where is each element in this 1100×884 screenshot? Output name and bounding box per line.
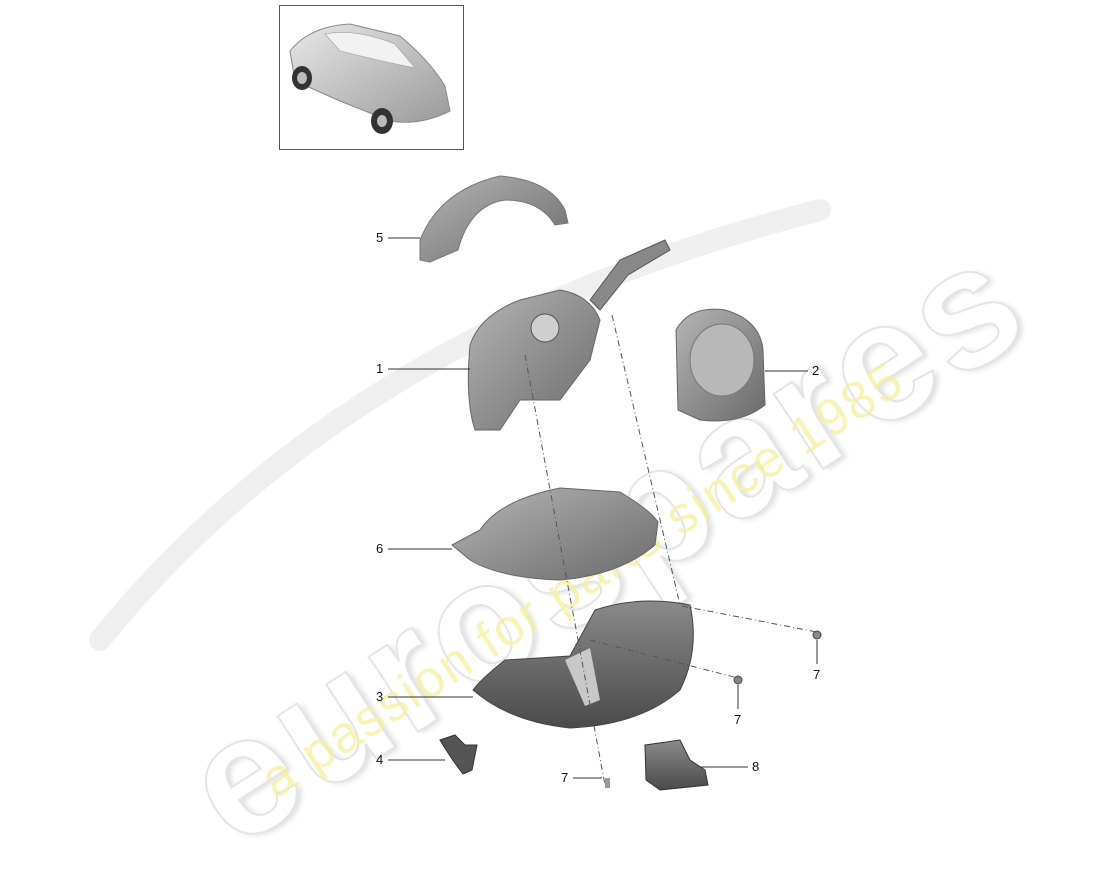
- callout-3[interactable]: 3: [376, 689, 384, 704]
- leader-lines: [388, 237, 818, 779]
- callout-1[interactable]: 1: [376, 361, 384, 376]
- assembly-lines: [524, 314, 818, 786]
- callout-7-bottom[interactable]: 7: [561, 770, 569, 785]
- part-5-upper-trim[interactable]: [419, 175, 569, 263]
- car-icon: [289, 23, 451, 134]
- parts-diagram: eurospares a passion for parts since 198…: [89, 5, 1058, 883]
- callout-8[interactable]: 8: [752, 759, 760, 774]
- callout-4[interactable]: 4: [376, 752, 384, 767]
- vehicle-thumbnail[interactable]: [279, 5, 464, 150]
- callout-2[interactable]: 2: [812, 363, 820, 378]
- part-2-clock-spring[interactable]: [675, 308, 766, 422]
- callout-7-middle[interactable]: 7: [734, 712, 742, 727]
- exploded-view: [388, 175, 822, 791]
- part-8-module[interactable]: [644, 739, 709, 791]
- callout-5[interactable]: 5: [376, 230, 384, 245]
- watermark-swoosh: [89, 199, 831, 651]
- part-7-screws[interactable]: [605, 630, 822, 788]
- callout-6[interactable]: 6: [376, 541, 384, 556]
- part-1-steering-switch[interactable]: [467, 239, 671, 431]
- callout-7-right[interactable]: 7: [813, 667, 821, 682]
- part-3-lower-trim[interactable]: [472, 600, 694, 729]
- part-6-trim-panel[interactable]: [451, 487, 659, 581]
- part-4-bracket[interactable]: [439, 734, 478, 775]
